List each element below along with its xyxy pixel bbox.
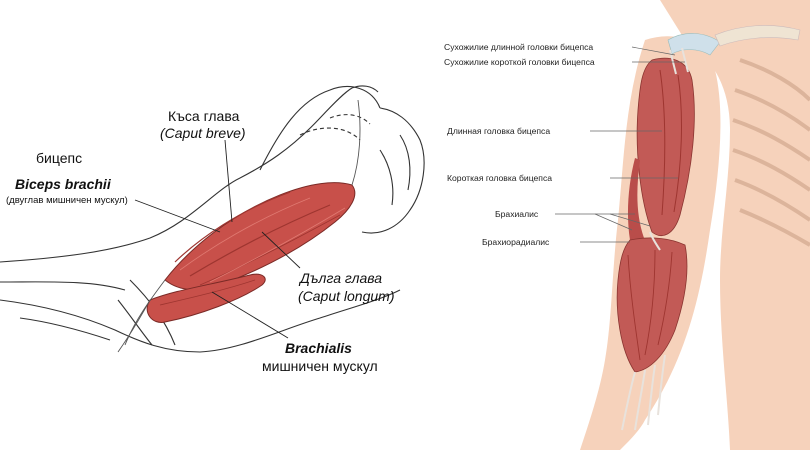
arm-anatomy-drawing — [555, 0, 810, 450]
label-brachialis: Брахиалис — [495, 209, 539, 219]
brachialis-muscle — [146, 273, 266, 323]
label-biceps-desc: (двуглав мишничен мускул) — [6, 195, 128, 206]
torso-skin — [660, 0, 810, 450]
ribcage — [732, 58, 810, 247]
arm-outline — [0, 85, 425, 353]
label-long-head-ru: Дълга глава — [300, 270, 383, 286]
label-biceps-ru: бицепс — [36, 150, 83, 166]
label-brachialis-latin: Brachialis — [285, 340, 352, 356]
label-short-head-tendon: Сухожилие короткой головки бицепса — [444, 57, 595, 67]
label-short-head-latin: (Caput breve) — [160, 125, 246, 141]
label-brachialis-ru: мишничен мускул — [262, 358, 378, 374]
arm-tendons — [621, 47, 689, 431]
shoulder-bones — [667, 25, 801, 56]
label-short-head: Короткая головка бицепса — [447, 173, 553, 183]
label-brachioradialis: Брахиорадиалис — [482, 237, 550, 247]
right-leader-lines — [555, 46, 685, 243]
arm-line-drawing — [0, 85, 425, 353]
label-long-head-tendon: Сухожилие длинной головки бицепса — [444, 42, 594, 52]
label-biceps-latin: Biceps brachii — [15, 176, 111, 192]
forearm-muscles — [616, 237, 688, 373]
upper-arm-muscles — [627, 57, 695, 240]
tendons — [117, 99, 361, 353]
label-long-head-latin: (Caput longum) — [298, 288, 395, 304]
label-long-head: Длинная головка бицепса — [447, 126, 551, 136]
left-illustration-panel: бицепс Biceps brachii (двуглав мишничен … — [0, 85, 425, 374]
leader-lines — [134, 139, 301, 339]
right-illustration-panel: Сухожилие длинной головки бицепса Сухожи… — [430, 0, 810, 450]
label-short-head-ru: Къса глава — [168, 108, 240, 124]
